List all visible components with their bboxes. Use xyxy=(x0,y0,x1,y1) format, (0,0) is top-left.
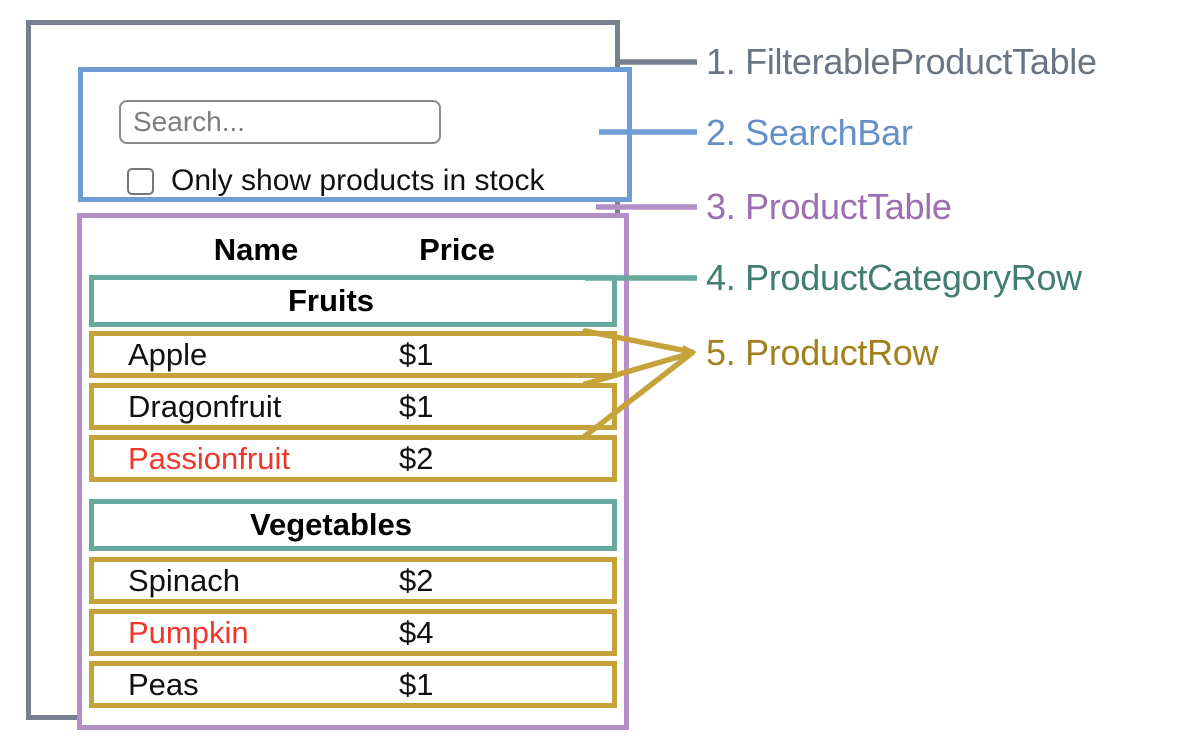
product-price: $2 xyxy=(399,562,434,598)
product-name: Spinach xyxy=(128,562,241,598)
legend-filterable-product-table: 1. FilterableProductTable xyxy=(706,41,1097,82)
legend-product-row: 5. ProductRow xyxy=(706,332,939,373)
product-price: $4 xyxy=(399,614,434,650)
legend-product-category-row: 4. ProductCategoryRow xyxy=(706,257,1082,298)
product-row-dragonfruit: Dragonfruit $1 xyxy=(89,383,617,430)
product-row-apple: Apple $1 xyxy=(89,331,617,378)
product-name: Peas xyxy=(128,666,199,702)
product-table-box: Name Price Fruits Apple $1 Dragonfruit $… xyxy=(77,213,629,730)
product-row-passionfruit: Passionfruit $2 xyxy=(89,435,617,482)
product-price: $1 xyxy=(399,336,434,372)
category-label: Vegetables xyxy=(250,507,412,542)
arrowhead xyxy=(683,345,697,359)
stock-checkbox[interactable] xyxy=(127,167,154,195)
column-header-price: Price xyxy=(419,232,495,267)
product-price: $2 xyxy=(399,440,434,476)
filterable-product-table-box: Only show products in stock Name Price F… xyxy=(26,20,632,730)
product-price: $1 xyxy=(399,666,434,702)
legend-product-table: 3. ProductTable xyxy=(706,186,952,227)
legend-search-bar: 2. SearchBar xyxy=(706,112,913,153)
stock-filter-row: Only show products in stock xyxy=(127,164,545,197)
product-name: Passionfruit xyxy=(128,440,290,476)
product-row-peas: Peas $1 xyxy=(89,661,617,708)
product-row-pumpkin: Pumpkin $4 xyxy=(89,609,617,656)
product-category-row-fruits: Fruits xyxy=(89,275,617,327)
product-name: Pumpkin xyxy=(128,614,249,650)
product-name: Apple xyxy=(128,336,208,372)
product-category-row-vegetables: Vegetables xyxy=(89,499,617,551)
category-label: Fruits xyxy=(287,283,375,318)
column-header-name: Name xyxy=(213,232,299,267)
stock-checkbox-label: Only show products in stock xyxy=(171,164,545,197)
product-price: $1 xyxy=(399,388,434,424)
product-row-spinach: Spinach $2 xyxy=(89,557,617,604)
product-name: Dragonfruit xyxy=(128,388,282,424)
search-input[interactable] xyxy=(119,100,441,144)
